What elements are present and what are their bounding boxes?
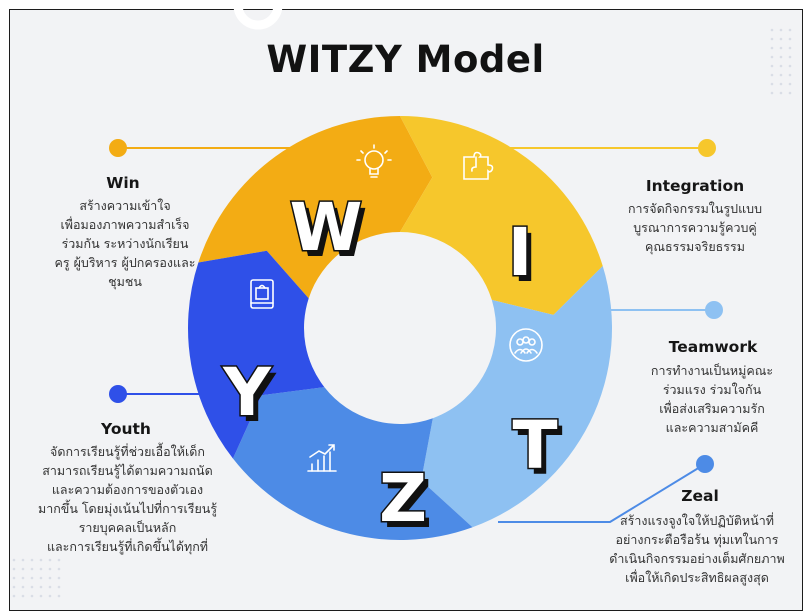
dot-integration (698, 139, 716, 157)
youth-line: และความต้องการของตัวเอง (51, 482, 204, 497)
youth-line: และการเรียนรู้ที่เกิดขึ้นได้ทุกที่ (46, 539, 209, 554)
youth-line: รายบุคคลเป็นหลัก (78, 520, 177, 535)
dot-youth (109, 385, 127, 403)
segment-letter-z: Z (379, 460, 427, 537)
teamwork-heading: Teamwork (668, 338, 758, 356)
team-icon (509, 328, 543, 362)
win-line: เพื่อมองภาพความสำเร็จ (60, 217, 190, 232)
segment-letter-i: I (508, 214, 533, 291)
segment-letter-shadow: I (513, 220, 538, 297)
zeal-line: ดำเนินกิจกรรมอย่างเต็มศักยภาพ (609, 551, 785, 566)
puzzle-icon (463, 151, 494, 180)
integration-heading: Integration (645, 177, 745, 195)
integration-line: คุณธรรมจริยธรรม (645, 239, 745, 254)
youth-description: จัดการเรียนรู้ที่ช่วยเอื้อให้เด็ก สามารถ… (20, 442, 235, 556)
teamwork-line: เพื่อส่งเสริมความรัก (659, 401, 765, 416)
ring-segment-i (400, 116, 603, 315)
connector-zeal (498, 463, 706, 523)
segment-letter-shadow: T (517, 413, 562, 490)
win-line: ครู ผู้บริหาร ผู้ปกครองและ (54, 255, 196, 270)
page-title: WITZY Model (266, 38, 545, 81)
teamwork-line: ร่วมแรง ร่วมใจกัน (662, 382, 762, 397)
zeal-line: เพื่อให้เกิดประสิทธิผลสูงสุด (625, 570, 769, 585)
ring-segment-w (198, 116, 433, 299)
teamwork-line: การทำงานเป็นหมู่คณะ (650, 363, 774, 378)
win-description: สร้างความเข้าใจ เพื่อมองภาพความสำเร็จ ร่… (25, 196, 225, 291)
youth-heading: Youth (101, 420, 151, 438)
segment-letter-shadow: Y (227, 360, 277, 437)
win-line: สร้างความเข้าใจ (79, 198, 171, 213)
youth-line: มากขึ้น โดยมุ่งเน้นไปที่การเรียนรู้ (37, 501, 218, 516)
connectors (109, 139, 723, 523)
integration-line: บูรณาการความรู้ควบคู่ (633, 220, 757, 235)
zeal-description: สร้างแรงจูงใจให้ปฏิบัติหน้าที่ อย่างกระต… (588, 511, 806, 587)
zeal-heading: Zeal (681, 487, 719, 505)
youth-line: สามารถเรียนรู้ได้ตามความถนัด (42, 463, 213, 478)
win-line: ชุมชน (108, 274, 142, 289)
ring-segment-y (188, 250, 325, 459)
win-heading: Win (106, 174, 140, 192)
book-icon (250, 279, 274, 309)
segment-letter-shadow: Z (384, 466, 432, 543)
segment-letter-t: T (512, 407, 557, 484)
zeal-line: อย่างกระตือรือร้น ทุ่มเทในการ (615, 532, 779, 547)
dot-zeal (696, 455, 714, 473)
decor-dots (12, 28, 792, 598)
youth-line: จัดการเรียนรู้ที่ช่วยเอื้อให้เด็ก (50, 444, 205, 459)
segment-letter-w: W (290, 189, 363, 266)
win-line: ร่วมกัน ระหว่างนักเรียน (61, 236, 189, 251)
dot-win (109, 139, 127, 157)
lightbulb-icon (356, 144, 392, 178)
teamwork-line: และความสามัคคี (665, 420, 759, 435)
decor-ring (233, 0, 283, 30)
integration-line: การจัดกิจกรรมในรูปแบบ (627, 201, 763, 216)
segment-letter-y: Y (222, 354, 272, 431)
dot-teamwork (705, 301, 723, 319)
ring-segment-z (232, 387, 473, 540)
segment-letter-shadow: W (295, 195, 368, 272)
ring-segment-t (421, 266, 613, 528)
integration-description: การจัดกิจกรรมในรูปแบบ บูรณาการความรู้ควบ… (600, 199, 790, 256)
zeal-line: สร้างแรงจูงใจให้ปฏิบัติหน้าที่ (620, 513, 774, 528)
growth-chart-icon (307, 444, 337, 472)
teamwork-description: การทำงานเป็นหมู่คณะ ร่วมแรง ร่วมใจกัน เพ… (622, 361, 802, 437)
